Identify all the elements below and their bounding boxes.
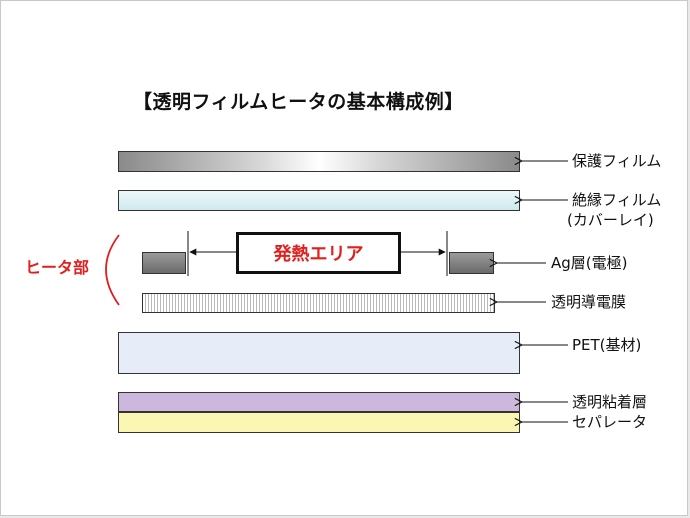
diagram-title: 【透明フィルムヒータの基本構成例】 [133, 91, 464, 113]
ag-electrode-left [142, 252, 186, 274]
label-separator: セパレータ [572, 413, 648, 431]
heat-area-box: 発熱エリア [236, 232, 401, 274]
heater-section-bracket [105, 234, 120, 306]
label-ag-layer: Ag層(電極) [551, 254, 628, 272]
heater-section-label: ヒータ部 [25, 258, 90, 277]
label-coverlay: (カバーレイ) [567, 211, 654, 229]
label-protective-film: 保護フィルム [572, 152, 662, 170]
label-pet-substrate: PET(基材) [572, 336, 642, 354]
pet-substrate-layer [118, 332, 520, 374]
label-transparent-adhesive: 透明粘着層 [572, 393, 648, 411]
heat-area-label: 発熱エリア [273, 244, 364, 265]
label-insulating-film: 絶縁フィルム [572, 191, 662, 209]
label-transparent-conductive-film: 透明導電膜 [551, 293, 627, 311]
